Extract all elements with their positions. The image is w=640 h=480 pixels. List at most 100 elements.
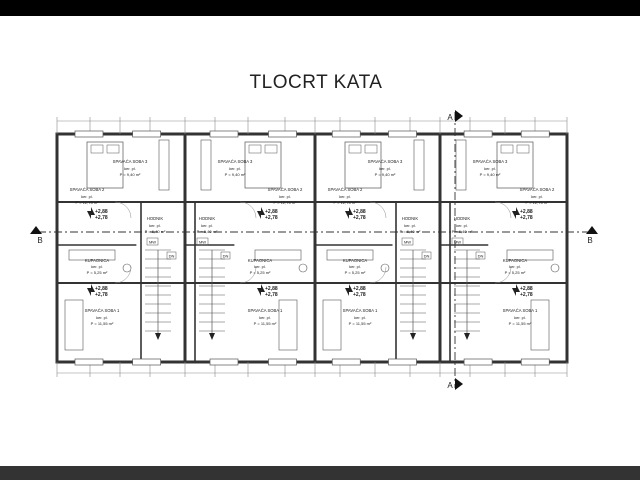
window: [268, 130, 297, 138]
room-name: SPAVAĆA SOBA 3: [368, 159, 403, 164]
staircase-1: [145, 249, 171, 340]
pillow: [348, 144, 362, 154]
level-upper: +2,88: [95, 209, 108, 215]
room-name: SPAVAĆA SOBA 2: [328, 187, 363, 192]
window: [132, 358, 161, 366]
room-area: P = 11,55 m²: [91, 321, 114, 326]
pillow: [264, 144, 278, 154]
mw-tag-box: [196, 237, 209, 246]
window: [331, 130, 361, 138]
window: [463, 130, 493, 138]
floor-finish: ker. pl.: [404, 223, 416, 228]
floor-finish: ker. pl.: [456, 223, 468, 228]
pillow: [364, 144, 378, 154]
level-lower: +2,78: [353, 292, 366, 298]
door-swing: [114, 266, 132, 284]
bathtub: [326, 249, 374, 261]
floor-finish: ker. pl.: [81, 194, 93, 199]
washbasin: [380, 263, 390, 273]
room-area: P = 12,75 m²: [76, 200, 100, 205]
room-area: P = 6,40 m²: [452, 229, 473, 234]
mw-tag-box: [401, 237, 414, 246]
dn-label: DN: [424, 254, 430, 259]
room-name: SPAVAĆA SOBA 2: [520, 187, 555, 192]
staircase-4: [454, 249, 480, 340]
floor-finish: ker. pl.: [339, 194, 351, 199]
level-marker-icon: [87, 207, 95, 219]
bathtub: [68, 249, 116, 261]
bed: [344, 141, 382, 189]
mw-label: MW: [454, 240, 461, 245]
floor-finish: ker. pl.: [531, 194, 543, 199]
wardrobe: [530, 299, 550, 351]
section-mark-a-bottom: A: [447, 381, 453, 390]
wardrobe: [455, 139, 467, 191]
level-upper: +2,88: [95, 286, 108, 292]
level-marker-icon: [257, 284, 265, 296]
floor-finish: ker. pl.: [229, 166, 241, 171]
floor-finish: ker. pl.: [279, 194, 291, 199]
walls-layer: [55, 117, 569, 377]
mw-label: MW: [199, 240, 206, 245]
wardrobe: [322, 299, 342, 351]
bed: [86, 141, 124, 189]
floor-finish: ker. pl.: [149, 223, 161, 228]
bed: [496, 141, 534, 189]
dn-tag-box: [475, 251, 486, 260]
level-marker-icon: [512, 284, 520, 296]
room-name: SPAVAĆA SOBA 3: [218, 159, 253, 164]
unit-2: [185, 130, 315, 366]
furniture-layer: [64, 139, 560, 351]
room-name: SPAVAĆA SOBA 1: [85, 308, 120, 313]
room-name: HODNIK: [454, 216, 470, 221]
top-black-band: [0, 0, 640, 16]
wardrobe: [413, 139, 425, 191]
room-area: P = 12,75 m²: [334, 200, 358, 205]
room-area: P = 9,40 m²: [225, 172, 246, 177]
section-mark-b-right: B: [587, 236, 592, 245]
pillow: [500, 144, 514, 154]
room-name: SPAVAĆA SOBA 2: [70, 187, 105, 192]
room-area: P = 6,40 m²: [197, 229, 218, 234]
mw-tag-box: [146, 237, 159, 246]
section-mark-b-left: B: [37, 236, 42, 245]
room-name: SPAVAĆA SOBA 3: [473, 159, 508, 164]
level-lower: +2,78: [353, 215, 366, 221]
level-marker-icon: [345, 284, 353, 296]
room-name: HODNIK: [402, 216, 418, 221]
section-arrow-b-right: [586, 226, 598, 234]
room-area: P = 11,55 m²: [509, 321, 532, 326]
level-lower: +2,78: [520, 215, 533, 221]
unit-4: [440, 130, 567, 366]
room-area: P = 5,25 m²: [250, 270, 271, 275]
room-name: KUPAONICA: [248, 258, 273, 263]
mw-label: MW: [404, 240, 411, 245]
level-lower: +2,78: [265, 292, 278, 298]
bottom-band: [0, 466, 640, 480]
room-area: P = 11,55 m²: [349, 321, 372, 326]
dn-tag-box: [166, 251, 177, 260]
drawing-sheet: [0, 16, 640, 466]
unit-3: [315, 130, 440, 366]
floor-finish: ker. pl.: [96, 315, 108, 320]
floor-finish: ker. pl.: [514, 315, 526, 320]
mw-label: MW: [149, 240, 156, 245]
washbasin: [550, 263, 560, 273]
level-lower: +2,78: [95, 292, 108, 298]
stairs-layer: [145, 249, 480, 340]
stair-arrow: [410, 333, 416, 340]
room-area: P = 12,75 m²: [274, 200, 298, 205]
door-swing: [114, 201, 132, 219]
level-marker-icon: [512, 207, 520, 219]
staircase-2: [199, 249, 225, 340]
window: [74, 358, 104, 366]
level-upper: +2,88: [520, 209, 533, 215]
floor-finish: ker. pl.: [259, 315, 271, 320]
unit-1: [57, 130, 185, 366]
wardrobe: [200, 139, 212, 191]
dn-label: DN: [169, 254, 175, 259]
stair-arrow: [464, 333, 470, 340]
door-swing: [369, 266, 387, 284]
